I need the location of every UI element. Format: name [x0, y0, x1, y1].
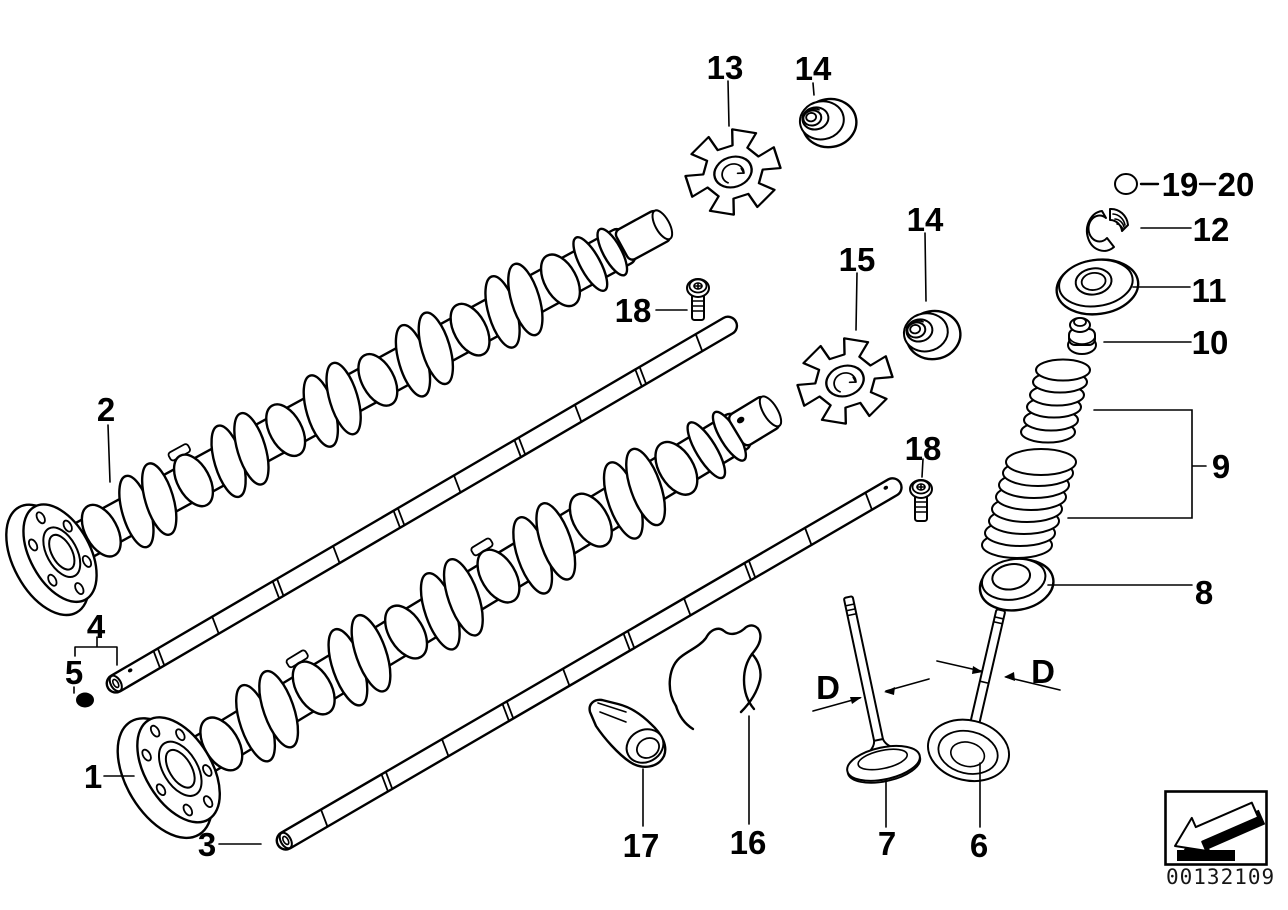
- callout-3[interactable]: 3: [198, 826, 216, 863]
- callout-14-mid[interactable]: 14: [907, 201, 944, 238]
- valve-seal-part-10: [1067, 317, 1097, 355]
- dimension-label-d-right: D: [1031, 653, 1055, 690]
- direction-arrow-down-left-icon: [1174, 801, 1266, 861]
- dimension-d-right: [936, 660, 1061, 691]
- shaft-part-4: [105, 315, 739, 694]
- callout-18-mid[interactable]: 18: [905, 430, 942, 467]
- shaft-part-3: [275, 477, 903, 851]
- follower-part-17: [588, 698, 667, 768]
- valve-part-6: [926, 608, 1011, 783]
- leader-lines: [73, 80, 1217, 845]
- screw-part-18-mid: [909, 479, 933, 522]
- dimension-label-d-left: D: [816, 669, 840, 706]
- bearing-shell-part-12: [1085, 207, 1129, 252]
- callout-2[interactable]: 2: [97, 391, 115, 428]
- callout-10[interactable]: 10: [1192, 324, 1229, 361]
- stamp-box: 00132109: [1164, 790, 1275, 889]
- camshaft-part-1: [116, 395, 783, 840]
- callout-17[interactable]: 17: [623, 827, 660, 864]
- spring-seat-part-8: [978, 557, 1055, 612]
- washer-part-11: [1055, 258, 1140, 316]
- star-washer-part-15: [787, 326, 903, 436]
- valve-part-7: [843, 595, 922, 784]
- screw-part-18-top: [686, 278, 710, 321]
- callout-16[interactable]: 16: [730, 824, 767, 861]
- valve-spring-outer-part-9: [981, 448, 1077, 559]
- nut-part-5: [76, 692, 94, 708]
- callout-9[interactable]: 9: [1212, 448, 1230, 485]
- callout-4[interactable]: 4: [87, 608, 106, 645]
- callout-14-top[interactable]: 14: [795, 50, 832, 87]
- valve-spring-inner-part-9: [1020, 358, 1091, 444]
- dimension-d-left: [812, 678, 930, 712]
- callout-13[interactable]: 13: [707, 49, 744, 86]
- callout-5[interactable]: 5: [65, 654, 83, 691]
- callout-19[interactable]: 19: [1162, 166, 1199, 203]
- callout-7[interactable]: 7: [878, 825, 896, 862]
- cap-part-14-top: [795, 93, 862, 153]
- callout-8[interactable]: 8: [1195, 574, 1213, 611]
- callout-20[interactable]: 20: [1218, 166, 1255, 203]
- callout-1[interactable]: 1: [84, 758, 102, 795]
- stamp-code: 00132109: [1166, 865, 1275, 889]
- camshaft-part-2: [5, 209, 674, 617]
- star-washer-part-13: [675, 117, 791, 227]
- callout-11[interactable]: 11: [1192, 272, 1227, 309]
- ball-part-19-20: [1114, 173, 1138, 195]
- callout-15[interactable]: 15: [839, 241, 876, 278]
- callout-6[interactable]: 6: [970, 827, 988, 864]
- cap-part-14-mid: [899, 305, 966, 365]
- callout-18-top[interactable]: 18: [615, 292, 652, 329]
- clip-part-16: [668, 624, 762, 731]
- callout-12[interactable]: 12: [1193, 211, 1230, 248]
